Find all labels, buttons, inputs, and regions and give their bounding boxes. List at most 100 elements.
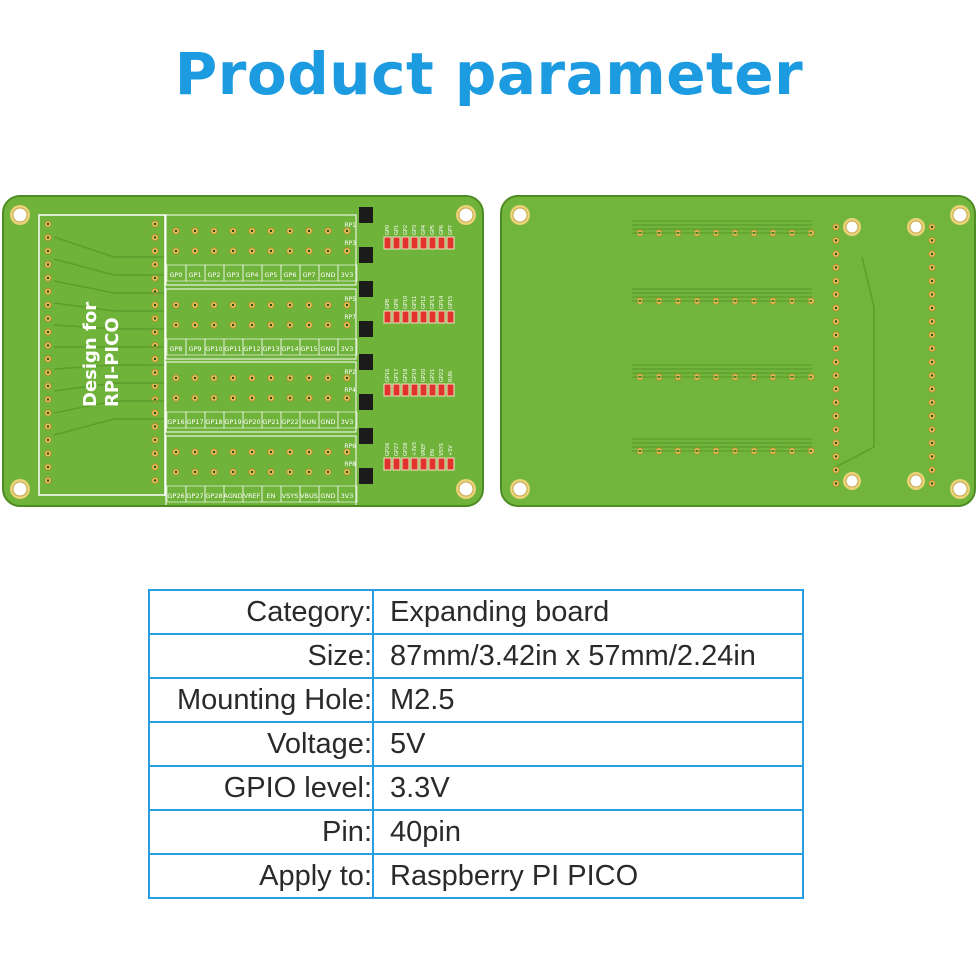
led [383, 457, 392, 471]
trace [53, 302, 164, 312]
led [410, 310, 419, 324]
pin-label: GP9 [188, 345, 201, 353]
pin-label: GP12 [243, 345, 260, 353]
param-value: Expanding board [372, 589, 804, 635]
led [401, 310, 410, 324]
led [401, 457, 410, 471]
led-label: GP18 [403, 369, 409, 382]
resistor-pack [359, 207, 373, 223]
led [437, 457, 446, 471]
led-label: +3V3 [412, 442, 418, 456]
board-back-drawing [510, 205, 970, 499]
led [383, 310, 392, 324]
pin-label-box [337, 264, 358, 282]
param-value: Raspberry PI PICO [372, 853, 804, 899]
resistor-pack [359, 428, 373, 444]
pin-label: GP28 [205, 492, 222, 500]
pin-label: GP27 [186, 492, 203, 500]
led-label: GP7 [448, 225, 454, 235]
trace [53, 364, 164, 370]
pin-label: RUN [302, 418, 316, 426]
param-key: Size: [148, 633, 374, 679]
trace [53, 236, 164, 258]
pin-label: GP20 [243, 418, 260, 426]
led-label: GP20 [421, 369, 427, 382]
led-label: VSYS [439, 443, 445, 456]
resistor-pack [359, 468, 373, 484]
header-box [165, 435, 357, 505]
resistor-label: RP8 [344, 461, 356, 468]
led [410, 457, 419, 471]
led-label: GP15 [448, 296, 454, 309]
pin-label: GND [321, 271, 336, 279]
pin-label: 3V3 [341, 492, 354, 500]
led [383, 236, 392, 250]
trace [53, 258, 164, 276]
led [419, 236, 428, 250]
led [392, 236, 401, 250]
resistor-label: RP7 [344, 314, 356, 321]
led [401, 236, 410, 250]
led-label: GP16 [385, 369, 391, 382]
led [401, 383, 410, 397]
resistor-pack [359, 247, 373, 263]
pin-label-box [337, 411, 358, 429]
trace [53, 324, 164, 330]
pin-label: GP11 [224, 345, 241, 353]
param-row: Apply to:Raspberry PI PICO [148, 853, 804, 899]
pin-label: 3V3 [341, 418, 354, 426]
param-value: 3.3V [372, 765, 804, 811]
resistor-pack [359, 394, 373, 410]
pin-label: GP3 [226, 271, 239, 279]
led-label: GP21 [430, 369, 436, 382]
led [410, 236, 419, 250]
pin-label: GP22 [281, 418, 298, 426]
led-label: GP10 [403, 296, 409, 309]
led-label: GP22 [439, 369, 445, 382]
led [392, 457, 401, 471]
led [446, 457, 455, 471]
pin-label: GP6 [283, 271, 296, 279]
pin-label: GP16 [167, 418, 184, 426]
header-box [165, 288, 357, 360]
resistor-pack [359, 281, 373, 297]
led-label: GP19 [412, 369, 418, 382]
led [428, 310, 437, 324]
led [428, 457, 437, 471]
led-label: GP4 [421, 225, 427, 235]
silkscreen-line1: Design for [80, 302, 101, 407]
resistor-label: RP6 [344, 443, 356, 450]
led-label: GP2 [403, 225, 409, 235]
pin-label: GP14 [281, 345, 298, 353]
header-box [165, 361, 357, 433]
led [446, 310, 455, 324]
param-row: Voltage:5V [148, 721, 804, 767]
led-label: GP26 [385, 443, 391, 456]
led-label: GP5 [430, 225, 436, 235]
resistor-label: RP4 [344, 387, 356, 394]
led [446, 383, 455, 397]
page-title: Product parameter [174, 40, 804, 108]
pin-label: 3V3 [341, 345, 354, 353]
param-row: Mounting Hole:M2.5 [148, 677, 804, 723]
led [383, 383, 392, 397]
led [446, 236, 455, 250]
led [419, 310, 428, 324]
led-label: GP27 [394, 443, 400, 456]
led-label: GP11 [412, 296, 418, 309]
pin-label: EN [267, 492, 276, 500]
pin-label: VBUS [300, 492, 318, 500]
trace [835, 256, 875, 468]
resistor-label: RP3 [344, 240, 356, 247]
led [428, 236, 437, 250]
led-label: GP28 [403, 443, 409, 456]
param-value: 87mm/3.42in x 57mm/2.24in [372, 633, 804, 679]
led [428, 383, 437, 397]
pin-label: GND [321, 418, 336, 426]
param-row: GPIO level:3.3V [148, 765, 804, 811]
led [392, 383, 401, 397]
pin-label: GP18 [205, 418, 222, 426]
